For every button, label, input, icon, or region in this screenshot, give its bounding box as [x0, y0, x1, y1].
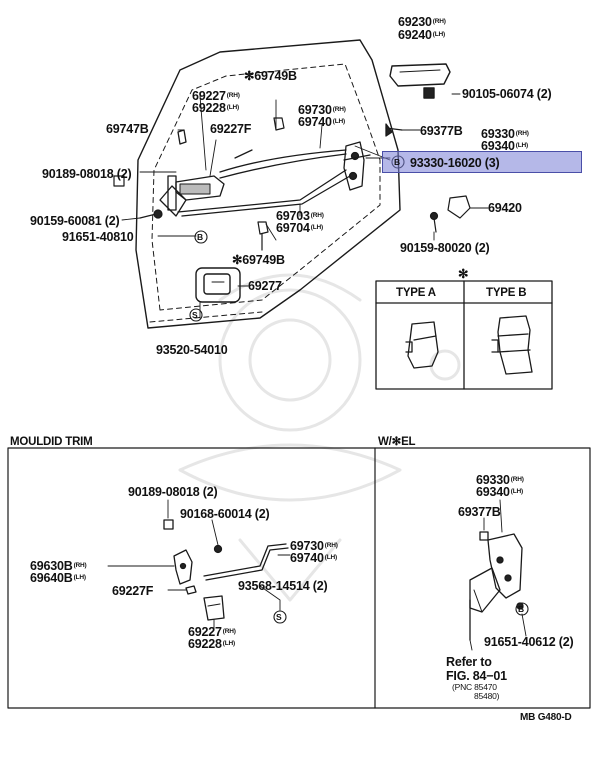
- rods: [177, 149, 351, 217]
- label-69227-lower[interactable]: 69227(RH): [188, 625, 236, 639]
- label-69630b[interactable]: 69630B(RH): [30, 559, 87, 573]
- lower-section-frames: [7, 447, 591, 709]
- label-69704[interactable]: 69704(LH): [276, 221, 323, 235]
- label-69377b-upper[interactable]: 69377B: [420, 124, 463, 138]
- label-69340-lower[interactable]: 69340(LH): [476, 485, 523, 499]
- label-93520-54010[interactable]: 93520-54010: [156, 343, 228, 357]
- label-type-b: TYPE B: [486, 287, 527, 299]
- clips-and-screws: [113, 117, 471, 251]
- door-panel: [135, 39, 401, 329]
- label-90168-60014[interactable]: 90168-60014 (2): [180, 507, 270, 521]
- label-91651-40612[interactable]: 91651-40612 (2): [484, 635, 574, 649]
- label-69228-lower[interactable]: 69228(LH): [188, 637, 235, 651]
- label-90189-08018-upper[interactable]: 90189-08018 (2): [42, 167, 132, 181]
- label-93330-16020[interactable]: 93330-16020 (3): [410, 156, 500, 170]
- type-inset-box: [375, 280, 553, 390]
- label-69749b-top[interactable]: ✻69749B: [244, 69, 297, 83]
- leader-lines-upper: [121, 93, 489, 319]
- label-69240[interactable]: 69240(LH): [398, 28, 445, 42]
- marker-s-93520: S: [192, 310, 198, 320]
- label-93568-14514[interactable]: 93568-14514 (2): [238, 579, 328, 593]
- moulding-trim-parts: [163, 519, 289, 621]
- refer-line1: Refer to: [446, 655, 492, 669]
- label-69420[interactable]: 69420: [488, 201, 522, 215]
- highlighted-part-box[interactable]: [382, 151, 582, 173]
- inset-star-marker: ✻: [458, 267, 469, 281]
- section-moulding-trim: MOULDID TRIM: [10, 436, 93, 448]
- label-90159-80020[interactable]: 90159-80020 (2): [400, 241, 490, 255]
- label-90189-08018-lower[interactable]: 90189-08018 (2): [128, 485, 218, 499]
- refer-pnc-line1: (PNC 85470: [452, 682, 497, 692]
- label-69747b[interactable]: 69747B: [106, 122, 149, 136]
- moulding-leaders: [107, 499, 291, 631]
- marker-b-highlight: B: [394, 157, 400, 167]
- label-91651-40810[interactable]: 91651-40810: [62, 230, 134, 244]
- label-69640b[interactable]: 69640B(LH): [30, 571, 86, 585]
- handle-bezel: [195, 267, 241, 303]
- label-69227-upper[interactable]: 69227(RH): [192, 89, 240, 103]
- label-69230[interactable]: 69230(RH): [398, 15, 446, 29]
- label-69227f-lower[interactable]: 69227F: [112, 584, 154, 598]
- label-69340-upper[interactable]: 69340(LH): [481, 139, 528, 153]
- label-69330-lower[interactable]: 69330(RH): [476, 473, 524, 487]
- outside-handle: [389, 63, 451, 99]
- label-69740-upper[interactable]: 69740(LH): [298, 115, 345, 129]
- label-69227f-upper[interactable]: 69227F: [210, 122, 252, 136]
- label-69749b-bottom[interactable]: ✻69749B: [232, 253, 285, 267]
- marker-b-91651-lower: B: [518, 604, 524, 614]
- label-69330-upper[interactable]: 69330(RH): [481, 127, 529, 141]
- figure-code: MB G480-D: [520, 712, 572, 723]
- lock-assembly-lower: [469, 531, 524, 641]
- clip-type-a: [405, 321, 439, 369]
- refer-fig-link[interactable]: FIG. 84−01: [446, 669, 507, 683]
- lock-assembly-upper: [343, 123, 403, 191]
- label-69740-lower[interactable]: 69740(LH): [290, 551, 337, 565]
- label-69377b-lower[interactable]: 69377B: [458, 505, 501, 519]
- label-90159-60081[interactable]: 90159-60081 (2): [30, 214, 120, 228]
- clip-type-b: [491, 315, 533, 375]
- label-90105-06074[interactable]: 90105-06074 (2): [462, 87, 552, 101]
- section-w-el: W/✻EL: [378, 436, 416, 448]
- label-type-a: TYPE A: [396, 287, 436, 299]
- marker-b-91651: B: [197, 232, 203, 242]
- label-69277[interactable]: 69277: [248, 279, 282, 293]
- label-69730-lower[interactable]: 69730(RH): [290, 539, 338, 553]
- label-69703[interactable]: 69703(RH): [276, 209, 324, 223]
- label-69228-upper[interactable]: 69228(LH): [192, 101, 239, 115]
- label-69730-upper[interactable]: 69730(RH): [298, 103, 346, 117]
- refer-pnc-line2: 85480): [474, 691, 500, 701]
- inside-handle-assembly: [159, 129, 225, 217]
- marker-s-93568: S: [276, 612, 282, 622]
- lower-right-leaders: [469, 499, 527, 651]
